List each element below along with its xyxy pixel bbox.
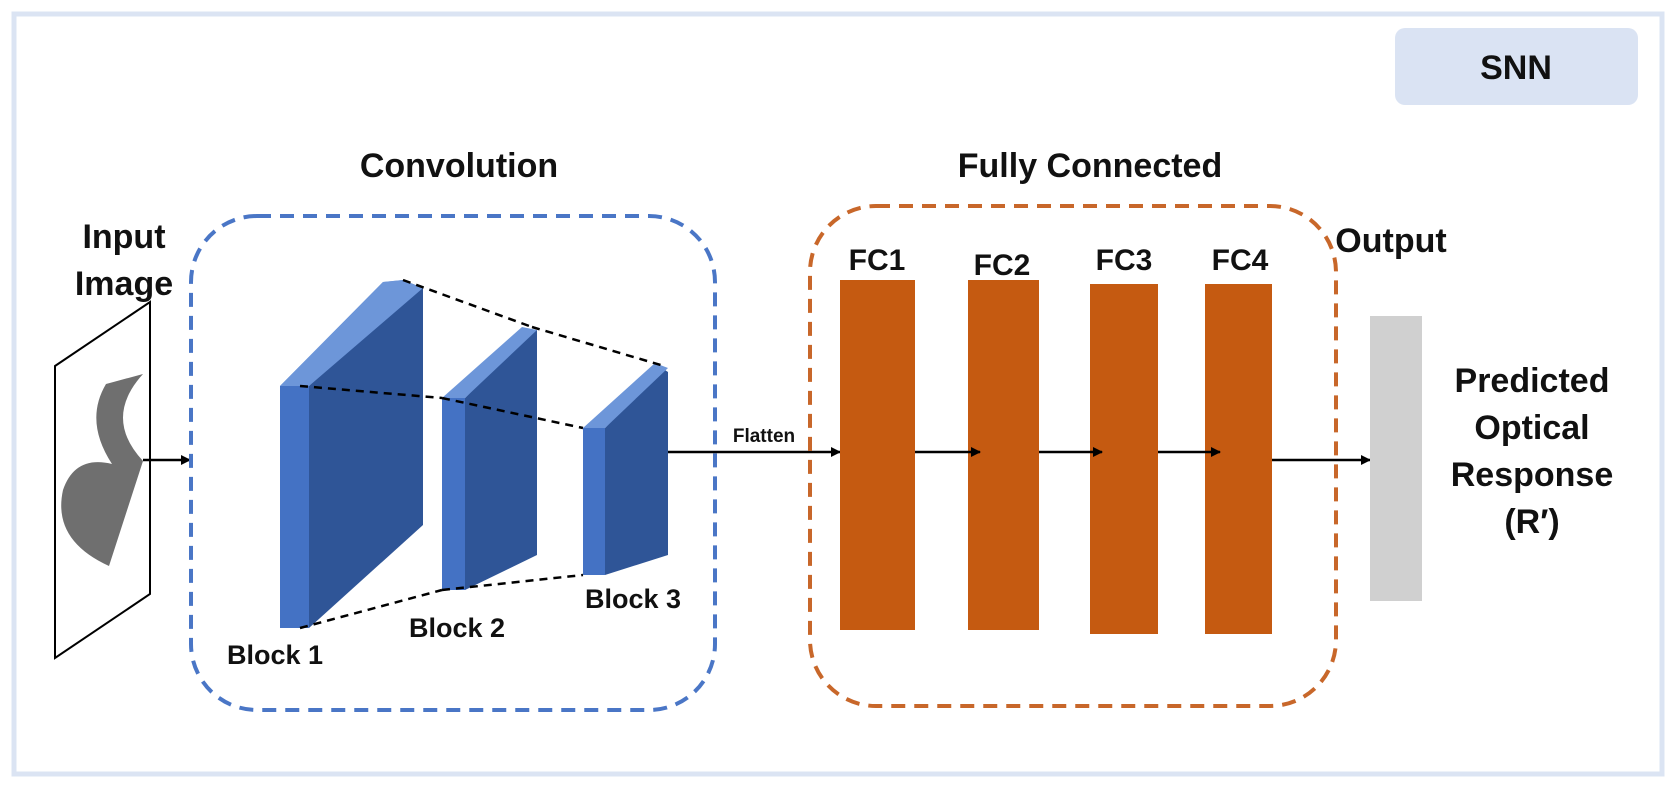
conv-connectors [299, 278, 665, 630]
fc-layer-1: FC1 [840, 244, 915, 630]
conv-block-2 [442, 327, 537, 590]
fc-layer-3-label: FC3 [1096, 244, 1153, 277]
conv-block-3-front [583, 428, 605, 575]
conv-block-2-top-face [442, 327, 537, 398]
connector-top-1-2 [402, 278, 533, 329]
conv-block-1-top-face [280, 280, 403, 386]
conv-block-1-label: Block 1 [227, 640, 323, 670]
fc-layer-4-bar [1205, 284, 1272, 634]
prediction-label-line1: Predicted [1455, 362, 1610, 400]
conv-block-2-label: Block 2 [409, 613, 505, 643]
convolution-region [189, 214, 717, 712]
fc-layer-3: FC3 [1090, 244, 1158, 634]
fc-layer-2: FC2 [968, 249, 1039, 630]
convolution-title: Convolution [360, 147, 558, 185]
snn-badge: SNN [1395, 28, 1638, 105]
input-image-label-line1: Input [82, 218, 165, 256]
prediction-label-line3: Response [1451, 456, 1614, 494]
connector-mid-1-2 [299, 384, 443, 400]
input-image [54, 300, 151, 660]
fc-layer-4: FC4 [1205, 244, 1272, 634]
prediction-label-line2: Optical [1474, 409, 1589, 447]
input-image-label-line2: Image [75, 265, 173, 303]
connector-mid-2-3 [441, 396, 584, 430]
fc-layer-1-bar [840, 280, 915, 630]
connector-bottom-1-2 [299, 588, 443, 630]
snn-badge-box [1395, 28, 1638, 105]
fully-connected-region [808, 204, 1338, 708]
fc-layer-2-label: FC2 [974, 249, 1031, 282]
fc-layer-2-bar [968, 280, 1039, 630]
conv-block-2-front [442, 398, 465, 590]
connector-bottom-2-3 [441, 573, 584, 592]
flatten-label: Flatten [733, 426, 795, 447]
conv-block-1 [280, 280, 423, 628]
input-shape [61, 374, 143, 566]
conv-block-3 [583, 363, 668, 575]
prediction-label-line4: (R′) [1504, 503, 1559, 541]
connector-top-2-3 [531, 325, 665, 368]
output-label: Output [1335, 222, 1446, 260]
fc-arrows [915, 447, 1371, 465]
fc-layer-4-label: FC4 [1212, 244, 1269, 277]
conv-block-3-top-face [583, 363, 668, 428]
conv-block-3-label: Block 3 [585, 584, 681, 614]
snn-badge-label: SNN [1480, 49, 1552, 87]
fc-layer-1-label: FC1 [849, 244, 906, 277]
conv-block-1-front [280, 386, 309, 628]
fully-connected-title: Fully Connected [958, 147, 1222, 185]
output-vector [1370, 316, 1422, 601]
conv-block-1-side [309, 280, 423, 628]
conv-block-3-side [605, 368, 668, 575]
fc-layer-3-bar [1090, 284, 1158, 634]
conv-block-2-side [465, 330, 537, 590]
